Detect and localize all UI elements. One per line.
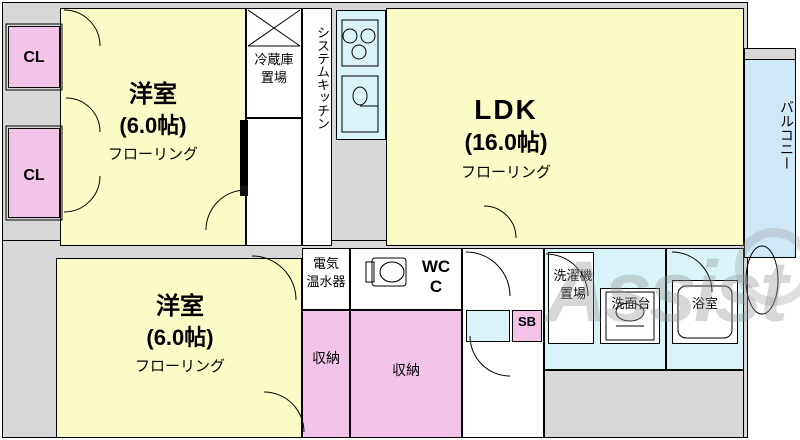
ldk-size: (16.0帖) xyxy=(464,129,548,155)
kitchen-counter xyxy=(336,10,386,140)
ldk-name: LDK xyxy=(474,94,538,125)
kitchen-corridor xyxy=(246,118,302,246)
water-heater-label-2: 温水器 xyxy=(306,274,346,289)
shoe-box xyxy=(512,310,542,342)
entrance-tile xyxy=(466,310,510,342)
refrigerator-label-2: 置場 xyxy=(260,70,287,85)
yoshitsu-top-floor: フローリング xyxy=(107,146,198,163)
closet-top-label: CL xyxy=(23,49,45,66)
hallway xyxy=(462,248,544,438)
yoshitsu-top-size: (6.0帖) xyxy=(119,113,187,138)
yoshitsu-bottom-name: 洋室 xyxy=(156,293,204,320)
washing-machine-label-2: 置場 xyxy=(559,286,586,301)
wc-label: WC xyxy=(421,257,451,276)
bathroom-label: 浴室 xyxy=(691,296,718,311)
room-ldk xyxy=(386,8,744,246)
shoe-box-label: SB xyxy=(517,314,537,329)
system-kitchen-band xyxy=(302,8,332,246)
ldk-floor: フローリング xyxy=(460,164,551,181)
balcony-label: バルコニー xyxy=(779,100,795,170)
water-heater-box xyxy=(302,248,350,310)
lower-right-wall xyxy=(544,370,744,438)
vanity-label: 洗面台 xyxy=(611,296,651,311)
storage-small-label: 収納 xyxy=(312,350,340,366)
yoshitsu-top-name: 洋室 xyxy=(129,81,177,108)
water-heater-label-1: 電気 xyxy=(312,256,339,271)
washing-machine-label-1: 洗濯機 xyxy=(553,268,593,283)
storage-small xyxy=(302,310,350,438)
storage-large-label: 収納 xyxy=(392,362,420,378)
wc-label-c: C xyxy=(429,277,443,296)
refrigerator-label-1: 冷蔵庫 xyxy=(254,52,294,67)
closet-bottom-label: CL xyxy=(23,167,45,184)
yoshitsu-bottom-floor: フローリング xyxy=(134,358,225,375)
storage-large xyxy=(350,310,462,438)
system-kitchen-label: システムキッチン xyxy=(315,26,330,130)
balcony-rail xyxy=(744,48,796,60)
yoshitsu-bottom-size: (6.0帖) xyxy=(146,325,214,350)
